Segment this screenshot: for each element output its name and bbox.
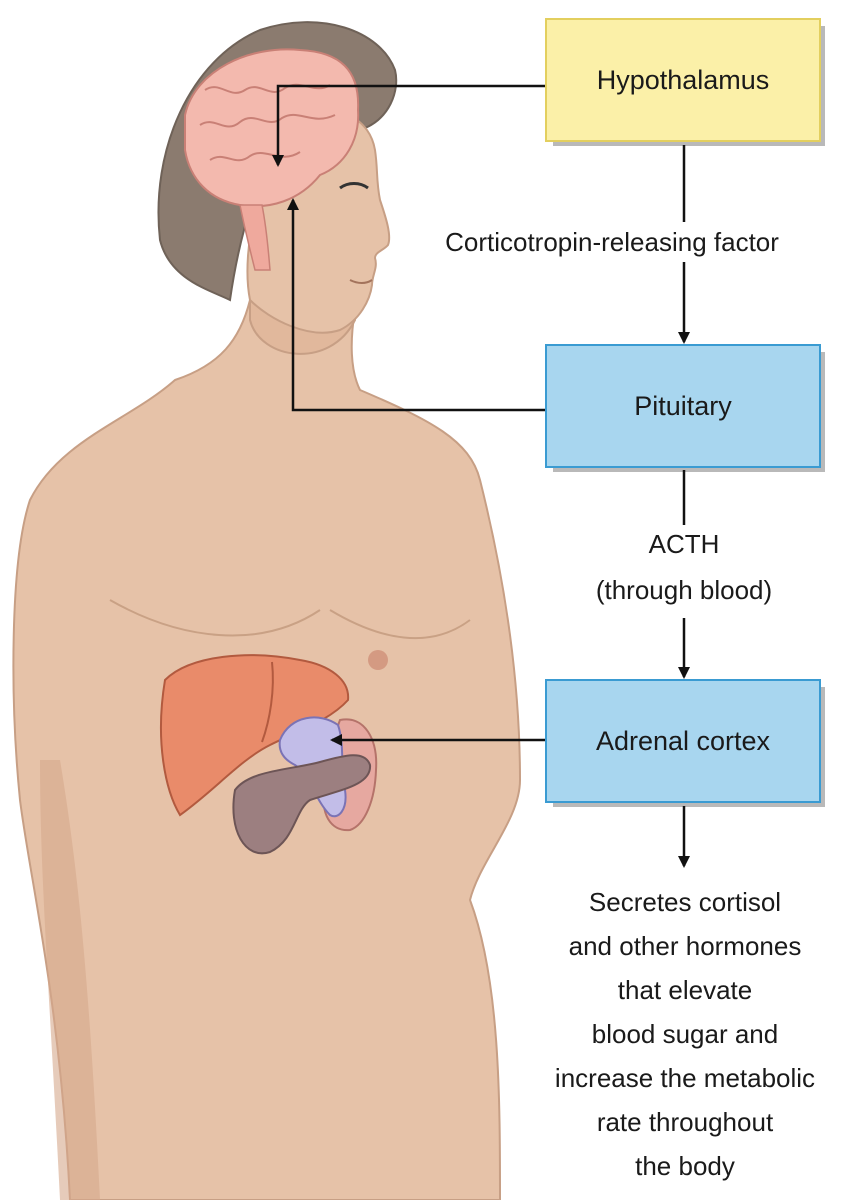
pancreas: [232, 754, 372, 855]
arrow-hypothalamus-to-brain: [272, 84, 548, 167]
torso: [12, 298, 522, 1200]
effect-line: and other hormones: [568, 931, 802, 961]
arrow-pituitary-to-brain: [287, 198, 548, 412]
mouth: [349, 279, 373, 284]
chest-line: [329, 609, 471, 640]
chest-line: [109, 599, 321, 637]
eye: [339, 182, 369, 190]
adrenal-cortex-box: Adrenal cortex: [545, 679, 825, 807]
hypothalamus-label: Hypothalamus: [596, 64, 770, 95]
torso-shadow: [40, 760, 100, 1200]
hypothalamus-box: Hypothalamus: [545, 18, 825, 146]
effect-line: blood sugar and: [591, 1019, 779, 1049]
pituitary-label: Pituitary: [634, 390, 732, 421]
effect-line: rate throughout: [596, 1107, 774, 1137]
effect-text: Secretes cortisol and other hormones tha…: [520, 880, 847, 1188]
pituitary-box: Pituitary: [545, 344, 825, 472]
brainstem: [239, 204, 271, 271]
crf-label: Corticotropin-releasing factor: [445, 227, 779, 257]
acth-label: ACTH: [648, 529, 720, 559]
effect-line: that elevate: [617, 975, 753, 1005]
effect-line: the body: [635, 1151, 735, 1181]
nipple: [368, 650, 388, 670]
effect-line: increase the metabolic: [554, 1063, 816, 1093]
liver-lobe-line: [261, 661, 274, 743]
adrenal-cortex-label: Adrenal cortex: [595, 725, 771, 756]
effect-line: Secretes cortisol: [588, 887, 782, 917]
acth-sub-label: (through blood): [595, 575, 773, 605]
